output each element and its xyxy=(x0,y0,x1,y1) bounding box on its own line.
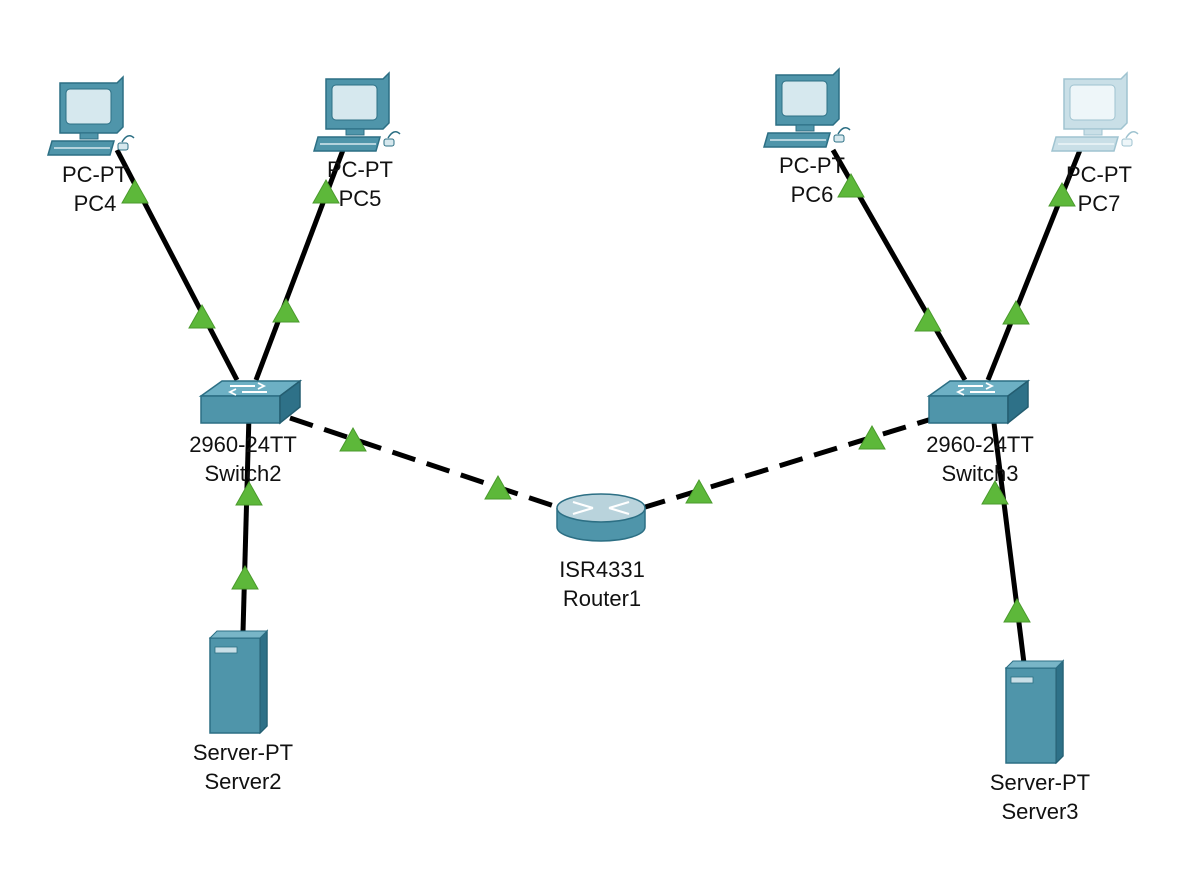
server-server2[interactable]: Server-PT Server2 xyxy=(193,629,293,794)
pc-pc5[interactable]: PC-PT PC5 xyxy=(313,71,401,211)
device-model-label: PC-PT xyxy=(327,157,393,182)
link-status-up-icon xyxy=(484,474,512,500)
status-layer xyxy=(121,172,1076,623)
device-model-label: Server-PT xyxy=(990,770,1090,795)
device-name-label: PC4 xyxy=(74,191,117,216)
link-status-up-icon xyxy=(981,479,1009,505)
link-status-up-icon xyxy=(914,306,942,332)
server-icon xyxy=(208,629,269,735)
device-name-label: Server3 xyxy=(1001,799,1078,824)
switch-icon xyxy=(926,379,1031,425)
device-name-label: Switch2 xyxy=(204,461,281,486)
server-icon xyxy=(1004,659,1065,765)
switch-icon xyxy=(198,379,303,425)
link-status-up-icon xyxy=(235,480,263,506)
link-switch2-router1[interactable] xyxy=(289,415,561,511)
device-model-label: 2960-24TT xyxy=(926,432,1034,457)
link-status-up-icon xyxy=(858,424,886,450)
pc-pc7[interactable]: PC-PT PC7 xyxy=(1051,71,1139,216)
device-name-label: PC7 xyxy=(1078,191,1121,216)
switch-switch2[interactable]: 2960-24TT Switch2 xyxy=(189,379,303,486)
device-model-label: PC-PT xyxy=(779,153,845,178)
link-router1-switch3[interactable] xyxy=(641,415,936,511)
pc-icon xyxy=(1051,71,1139,152)
link-status-up-icon xyxy=(312,178,340,204)
link-status-up-icon xyxy=(339,426,367,452)
link-status-up-icon xyxy=(1003,597,1031,623)
pc-icon xyxy=(47,75,135,156)
link-pc5-switch2[interactable] xyxy=(253,149,346,381)
link-status-up-icon xyxy=(272,297,300,323)
link-status-up-icon xyxy=(121,178,149,204)
link-status-up-icon xyxy=(837,172,865,198)
pc-pc6[interactable]: PC-PT PC6 xyxy=(763,67,851,207)
pc-icon xyxy=(763,67,851,148)
device-name-label: PC6 xyxy=(791,182,834,207)
link-status-up-icon xyxy=(1048,181,1076,207)
link-status-up-icon xyxy=(188,303,216,329)
link-status-up-icon xyxy=(685,478,713,504)
device-model-label: PC-PT xyxy=(62,162,128,187)
pc-icon xyxy=(313,71,401,152)
device-name-label: PC5 xyxy=(339,186,382,211)
device-name-label: Router1 xyxy=(563,586,641,611)
device-model-label: PC-PT xyxy=(1066,162,1132,187)
server-server3[interactable]: Server-PT Server3 xyxy=(990,659,1090,824)
router-icon xyxy=(556,493,646,542)
link-status-up-icon xyxy=(231,564,259,590)
device-model-label: Server-PT xyxy=(193,740,293,765)
device-model-label: ISR4331 xyxy=(559,557,645,582)
link-status-up-icon xyxy=(1002,299,1030,325)
pc-pc4[interactable]: PC-PT PC4 xyxy=(47,75,135,216)
device-name-label: Server2 xyxy=(204,769,281,794)
link-server2-switch2[interactable] xyxy=(240,414,252,633)
device-model-label: 2960-24TT xyxy=(189,432,297,457)
switch-switch3[interactable]: 2960-24TT Switch3 xyxy=(926,379,1034,486)
devices-layer: PC-PT PC4 PC-PT PC5 PC-PT PC6 PC-PT PC7 2960-24T… xyxy=(47,67,1139,824)
device-name-label: Switch3 xyxy=(941,461,1018,486)
